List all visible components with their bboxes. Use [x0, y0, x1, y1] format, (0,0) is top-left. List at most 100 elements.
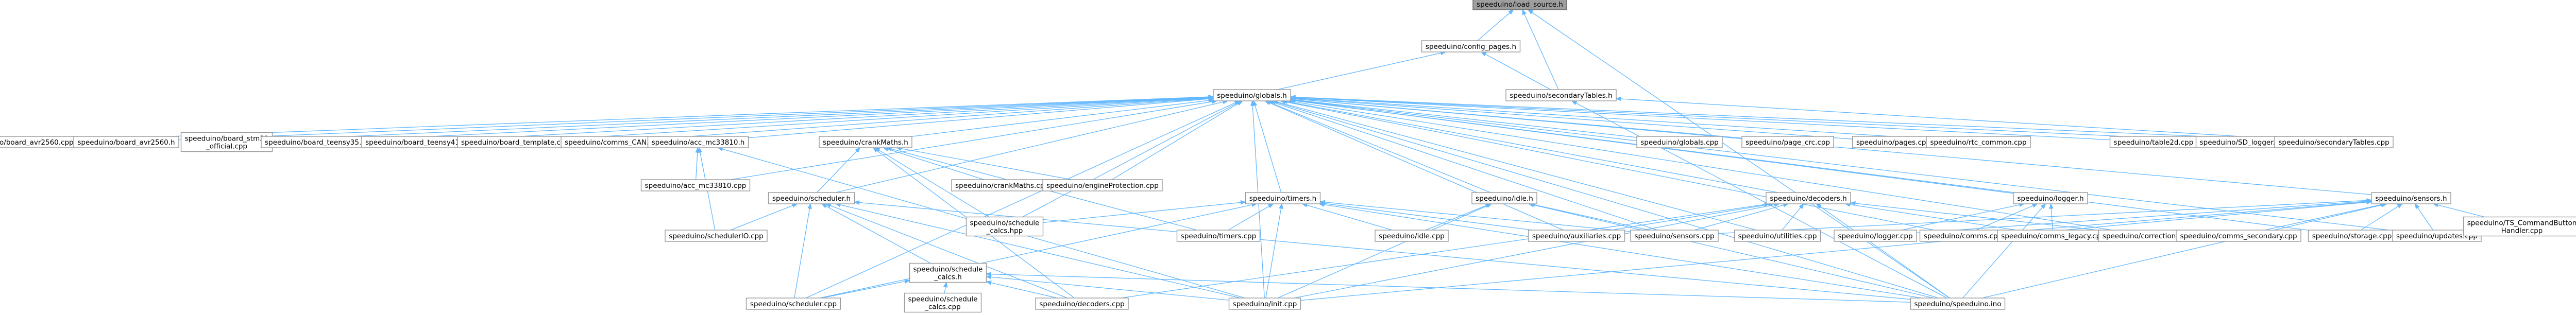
- node-SD-logger[interactable]: speeduino/SD_logger.cpp: [2195, 136, 2292, 148]
- node-logger-h[interactable]: speeduino/logger.h: [2013, 192, 2088, 204]
- node-init-cpp[interactable]: speeduino/init.cpp: [1228, 297, 1301, 310]
- node-globals-cpp[interactable]: speeduino/globals.cpp: [1636, 136, 1723, 148]
- edge-arrowhead: [986, 281, 992, 285]
- node-board-avr2560-h[interactable]: speeduino/board_avr2560.h: [73, 136, 179, 148]
- node-table2d[interactable]: speeduino/table2d.cpp: [2109, 136, 2198, 148]
- node-schedule-calcs-h[interactable]: speeduino/schedule_calcs.h: [909, 262, 987, 283]
- edge-line: [1255, 105, 1282, 193]
- node-secondaryTables-cpp[interactable]: speeduino/secondaryTables.cpp: [2274, 136, 2394, 148]
- edge-speeduino-ino-to-schedule-calcs-h: [986, 272, 1911, 303]
- node-sensors-cpp[interactable]: speeduino/sensors.cpp: [1630, 230, 1719, 242]
- edge-comms-legacy-to-logger-h: [2049, 203, 2054, 231]
- node-engineProtection[interactable]: speeduino/engineProtection.cpp: [1042, 179, 1163, 191]
- edge-line: [1295, 99, 1637, 138]
- node-logger-cpp[interactable]: speeduino/logger.cpp: [1834, 230, 1917, 242]
- node-idle-h[interactable]: speeduino/idle.h: [1471, 192, 1537, 204]
- edge-board-avr2560-h-to-globals-h: [178, 95, 1214, 141]
- node-board-template[interactable]: speeduino/board_template.cpp: [457, 136, 573, 148]
- edge-line: [944, 287, 946, 293]
- node-storage[interactable]: speeduino/storage.cpp: [2308, 230, 2396, 242]
- node-acc-mc33810-cpp[interactable]: speeduino/acc_mc33810.cpp: [640, 179, 751, 191]
- node-scheduler-h[interactable]: speeduino/scheduler.h: [768, 192, 855, 204]
- edge-storage-to-sensors-h: [2360, 203, 2403, 231]
- node-scheduler-cpp[interactable]: speeduino/scheduler.cpp: [745, 297, 841, 310]
- node-comms-secondary[interactable]: speeduino/comms_secondary.cpp: [2176, 230, 2301, 242]
- node-label: speeduino/timers.h: [1249, 195, 1316, 203]
- edge-arrowhead: [1250, 100, 1255, 106]
- node-comms-CAN[interactable]: speeduino/comms_CAN.cpp: [561, 136, 666, 148]
- edge-speeduino-ino-to-globals-h: [1270, 100, 1939, 299]
- edge-line: [1043, 202, 1241, 223]
- node-page-crc[interactable]: speeduino/page_crc.cpp: [1741, 136, 1834, 148]
- node-globals-h[interactable]: speeduino/globals.h: [1213, 89, 1291, 101]
- node-load-source[interactable]: speeduino/load_source.h: [1472, 0, 1567, 10]
- edge-line: [178, 96, 1209, 141]
- node-label: speeduino/comms_legacy.cpp: [2001, 232, 2105, 240]
- edge-arrowhead: [698, 147, 703, 153]
- node-rtc-common[interactable]: speeduino/rtc_common.cpp: [1926, 136, 2031, 148]
- node-pages-cpp[interactable]: speeduino/pages.cpp: [1852, 136, 1935, 148]
- edge-line: [730, 101, 1213, 180]
- node-timers-cpp[interactable]: speeduino/timers.cpp: [1176, 230, 1261, 242]
- edge-arrowhead: [2031, 203, 2038, 208]
- node-label: speeduino/idle.h: [1476, 195, 1533, 203]
- edge-line: [2006, 201, 2367, 233]
- node-label: speeduino/comms.cpp: [1924, 232, 2002, 240]
- edge-line: [1325, 202, 1631, 232]
- edge-line: [2264, 204, 2381, 231]
- node-schedule-calcs-hpp[interactable]: speeduino/schedule_calcs.hpp: [965, 216, 1044, 237]
- node-box: [1636, 136, 1723, 148]
- edge-line: [835, 101, 1224, 193]
- node-speeduino-ino[interactable]: speeduino/speeduino.ino: [1910, 297, 2006, 310]
- edge-arrowhead: [986, 274, 992, 279]
- edge-arrowhead: [1208, 98, 1214, 103]
- node-board-avr2560-cpp[interactable]: speeduino/board_avr2560.cpp: [0, 136, 78, 148]
- edge-scheduler-h-to-crankMaths-h: [817, 147, 861, 193]
- node-label: speeduino/schedule: [913, 266, 983, 274]
- node-box: [819, 136, 912, 148]
- edge-line: [1718, 200, 2367, 234]
- edge-line: [2417, 207, 2434, 231]
- node-crankMaths-cpp[interactable]: speeduino/crankMaths.cpp: [951, 179, 1053, 191]
- node-box: [2463, 216, 2576, 237]
- edge-speeduino-ino-to-load-source: [1527, 9, 1950, 299]
- edge-line: [991, 282, 1058, 299]
- node-board-teensy35[interactable]: speeduino/board_teensy35.cpp: [261, 136, 378, 148]
- node-board-stm32[interactable]: speeduino/board_stm32_official.cpp: [180, 132, 273, 152]
- node-config-pages[interactable]: speeduino/config_pages.h: [1421, 40, 1521, 52]
- node-schedulerIO[interactable]: speeduino/schedulerIO.cpp: [665, 230, 768, 242]
- node-decoders-cpp[interactable]: speeduino/decoders.cpp: [1035, 297, 1129, 310]
- node-label: speeduino/board_stm32: [185, 135, 269, 143]
- node-schedule-calcs-cpp[interactable]: speeduino/schedule_calcs.cpp: [904, 292, 982, 313]
- node-acc-mc33810-h[interactable]: speeduino/acc_mc33810.h: [647, 136, 749, 148]
- edge-line: [1324, 204, 1922, 299]
- node-comms-legacy[interactable]: speeduino/comms_legacy.cpp: [1997, 230, 2109, 242]
- node-label: speeduino/utilities.cpp: [1738, 232, 1817, 240]
- node-board-teensy41[interactable]: speeduino/board_teensy41.cpp: [361, 136, 479, 148]
- node-auxiliaries[interactable]: speeduino/auxiliaries.cpp: [1528, 230, 1625, 242]
- edge-line: [1121, 204, 1765, 299]
- node-sensors-h[interactable]: speeduino/sensors.h: [2371, 192, 2451, 204]
- node-label: speeduino/logger.h: [2017, 195, 2083, 203]
- edge-line: [1295, 96, 2275, 140]
- node-decoders-h[interactable]: speeduino/decoders.h: [1766, 192, 1851, 204]
- edge-line: [748, 98, 1209, 138]
- edge-line: [830, 205, 1068, 299]
- node-label: speeduino/init.cpp: [1233, 300, 1297, 308]
- node-idle-cpp[interactable]: speeduino/idle.cpp: [1375, 230, 1449, 242]
- node-timers-h[interactable]: speeduino/timers.h: [1245, 192, 1321, 204]
- node-label: speeduino/storage.cpp: [2312, 232, 2392, 240]
- edge-line: [888, 149, 985, 180]
- edge-line: [1850, 204, 2016, 231]
- node-crankMaths-h[interactable]: speeduino/crankMaths.h: [819, 136, 912, 148]
- edge-line: [1976, 205, 2033, 231]
- node-secondaryTables-h[interactable]: speeduino/secondaryTables.h: [1505, 89, 1617, 101]
- node-label: _calcs.cpp: [924, 303, 961, 311]
- node-label: speeduino/auxiliaries.cpp: [1532, 232, 1621, 240]
- node-comms-cpp[interactable]: speeduino/comms.cpp: [1919, 230, 2007, 242]
- node-updates[interactable]: speeduino/updates.cpp: [2392, 230, 2482, 242]
- edge-line: [1228, 205, 1269, 231]
- edge-arrowhead: [1615, 96, 1621, 101]
- node-utilities[interactable]: speeduino/utilities.cpp: [1734, 230, 1821, 242]
